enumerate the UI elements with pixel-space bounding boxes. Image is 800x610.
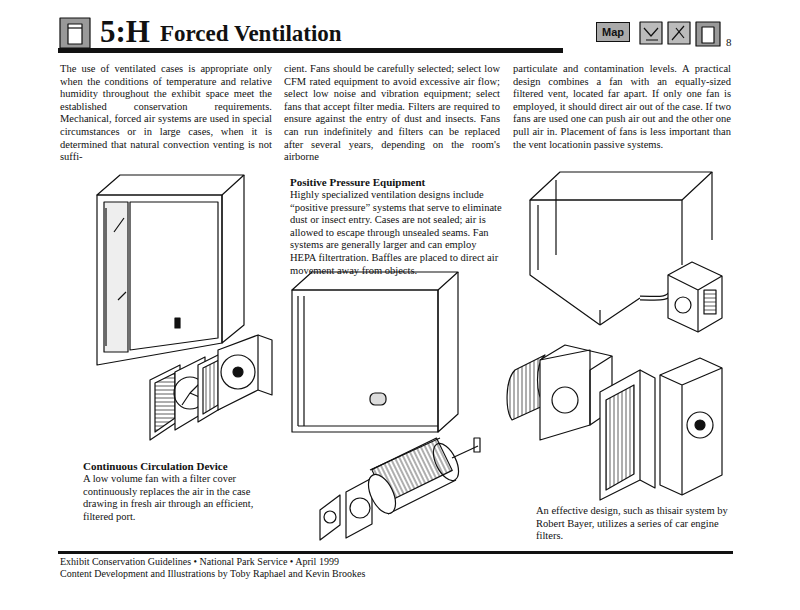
nav-button: Map	[596, 22, 630, 42]
header-bar	[58, 18, 733, 554]
case-drawing	[530, 172, 722, 332]
footer-text: Content Development and Illustrations by…	[60, 568, 560, 580]
body-text: particulate and contamination levels. A …	[513, 63, 731, 151]
caption-note: An effective design, such as thisair sys…	[534, 504, 734, 544]
case-drawing	[292, 272, 458, 432]
body-text: Highly specialized ventilation designs i…	[290, 189, 504, 277]
case-drawing	[97, 175, 244, 365]
section-heading: Continuous Circulation Device	[83, 460, 283, 473]
section-number: 5:H	[100, 14, 160, 50]
section-heading: Positive Pressure Equipment	[290, 176, 505, 189]
page-number: 8	[726, 36, 740, 49]
page-title: Forced Ventilation	[160, 21, 342, 47]
footer-text: Exhibit Conservation Guidelines • Nation…	[60, 556, 560, 568]
body-text: The use of ventilated cases is appropria…	[60, 63, 272, 164]
body-text: A low volume fan with a filter cover con…	[83, 473, 278, 523]
button-label: Map	[602, 26, 624, 38]
body-text: cient. Fans should be carefully selected…	[284, 63, 500, 164]
filter-cylinder	[320, 438, 480, 540]
fan-exploded	[150, 335, 272, 440]
filter-units	[507, 345, 722, 500]
